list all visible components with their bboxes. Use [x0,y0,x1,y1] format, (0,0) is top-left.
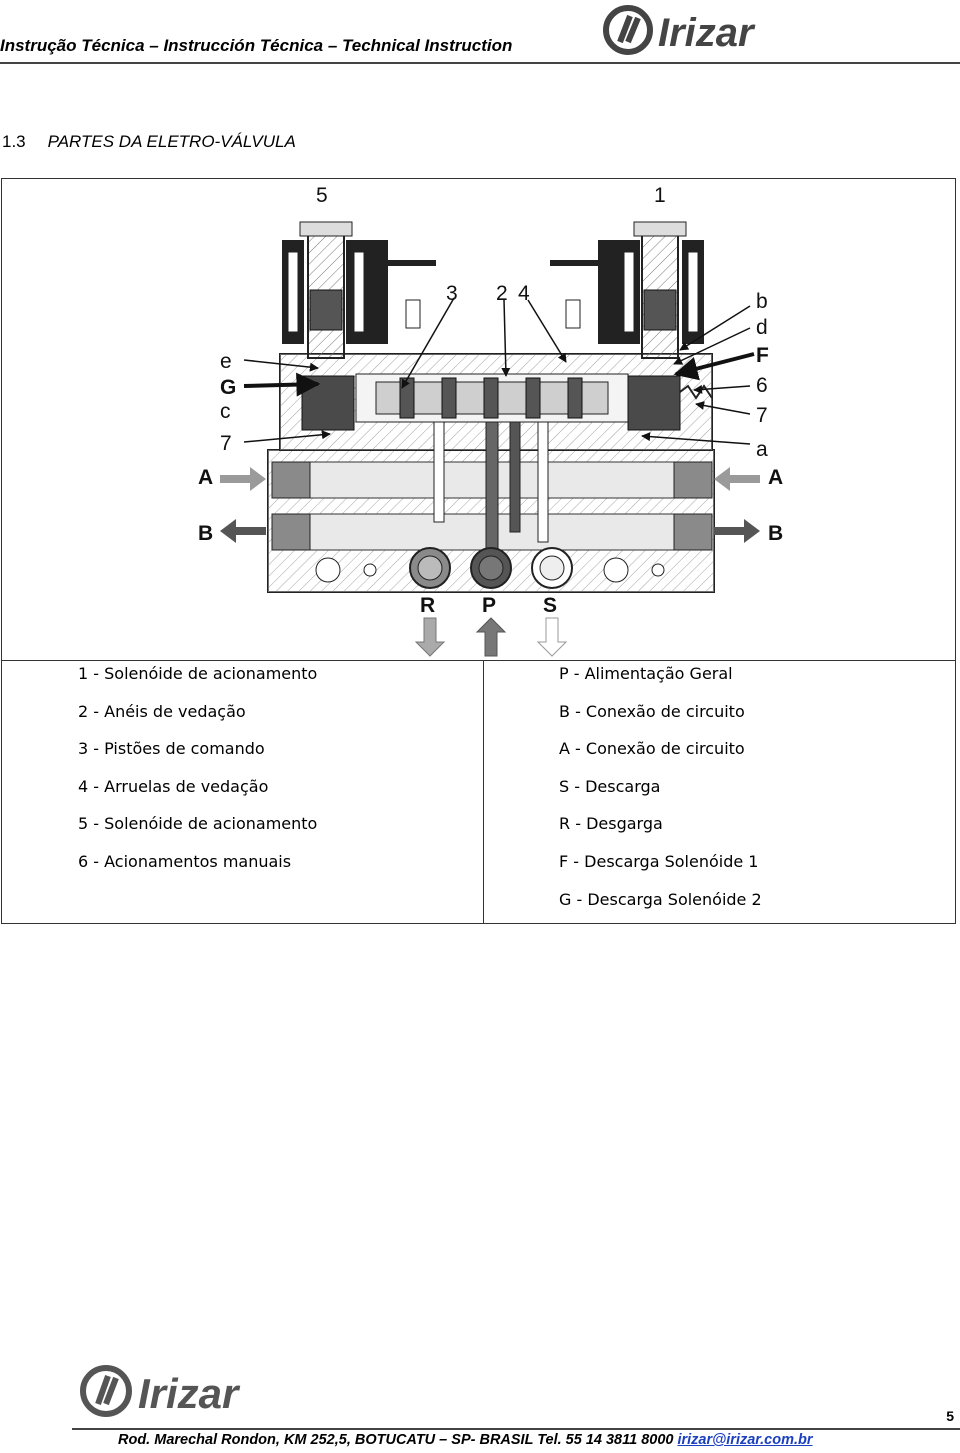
arrow-b-right-out [714,519,760,543]
callout-4: 4 [518,282,530,305]
solenoid-left [282,221,436,359]
electro-valve-diagram: 5 1 3 2 4 b d F 6 7 a e G c 7 A A B B R … [198,184,783,657]
callout-c: c [220,400,231,423]
arrow-b-left-out [220,519,266,543]
legend-item: 3 - Pistões de comando [78,739,265,759]
legend-item: R - Desgarga [559,814,663,834]
callout-B-left: B [198,522,213,545]
callout-G: G [220,376,236,399]
figure-frame [1,178,956,924]
arrow-p-in [475,617,507,657]
callout-2: 2 [496,282,508,305]
callout-3: 3 [446,282,458,305]
legend-item: 1 - Solenóide de acionamento [78,664,318,683]
header-divider [0,62,960,64]
document-header-title: Instrução Técnica – Instrucción Técnica … [0,36,513,55]
legend-item: 6 - Acionamentos manuais [78,851,292,871]
callout-A-right: A [768,466,783,489]
callout-B-right: B [768,522,783,545]
arrow-a-left-in [220,467,266,491]
callout-7-right: 7 [756,404,768,427]
legend-item: G - Descarga Solenóide 2 [559,889,762,909]
section-title: PARTES DA ELETRO-VÁLVULA [47,132,296,151]
arrow-s-out [536,617,568,657]
solenoid-right [550,221,713,400]
footer-address: Rod. Marechal Rondon, KM 252,5, BOTUCATU… [118,1432,813,1448]
callout-a: a [756,438,768,461]
footer-address-text: Rod. Marechal Rondon, KM 252,5, BOTUCATU… [118,1432,678,1448]
section-heading: 1.3 PARTES DA ELETRO-VÁLVULA [2,132,296,152]
callout-5: 5 [316,184,328,207]
legend-parts-list: 1 - Solenóide de acionamento 2 - Anéis d… [78,662,317,888]
legend-item: A - Conexão de circuito [559,739,745,759]
legend-item: P - Alimentação Geral [559,664,733,683]
legend-column-divider [483,660,484,924]
irizar-logo-wordmark: Irizar [658,11,756,55]
legend-item: S - Descarga [559,776,661,796]
callout-6: 6 [756,374,768,397]
legend-top-border [1,660,956,661]
footer-email-link[interactable]: irizar@irizar.com.br [677,1432,813,1448]
callout-S: S [543,594,557,617]
callout-e: e [220,350,232,373]
callout-7-left: 7 [220,432,232,455]
callout-b: b [756,290,768,313]
callout-F: F [756,344,769,367]
irizar-footer-wordmark: Irizar [138,1370,241,1417]
irizar-logo: Irizar [603,5,756,55]
callout-d: d [756,316,768,339]
legend-item: B - Conexão de circuito [559,701,745,721]
footer-divider [72,1428,960,1430]
legend-item: F - Descarga Solenóide 1 [559,851,759,871]
callout-1: 1 [654,184,666,207]
arrow-r-out [414,617,446,657]
callout-A-left: A [198,466,213,489]
command-piston-right [627,375,681,431]
callout-R: R [420,594,435,617]
page-number: 5 [946,1408,954,1424]
irizar-footer-logo: Irizar [80,1365,241,1417]
section-number: 1.3 [2,132,26,151]
legend-ports-list: P - Alimentação Geral B - Conexão de cir… [559,662,762,925]
legend-item: 4 - Arruelas de vedação [78,776,269,796]
legend-item: 2 - Anéis de vedação [78,701,246,721]
arrow-a-right-in [714,467,760,491]
legend-item: 5 - Solenóide de acionamento [78,814,318,834]
callout-P: P [482,594,496,617]
